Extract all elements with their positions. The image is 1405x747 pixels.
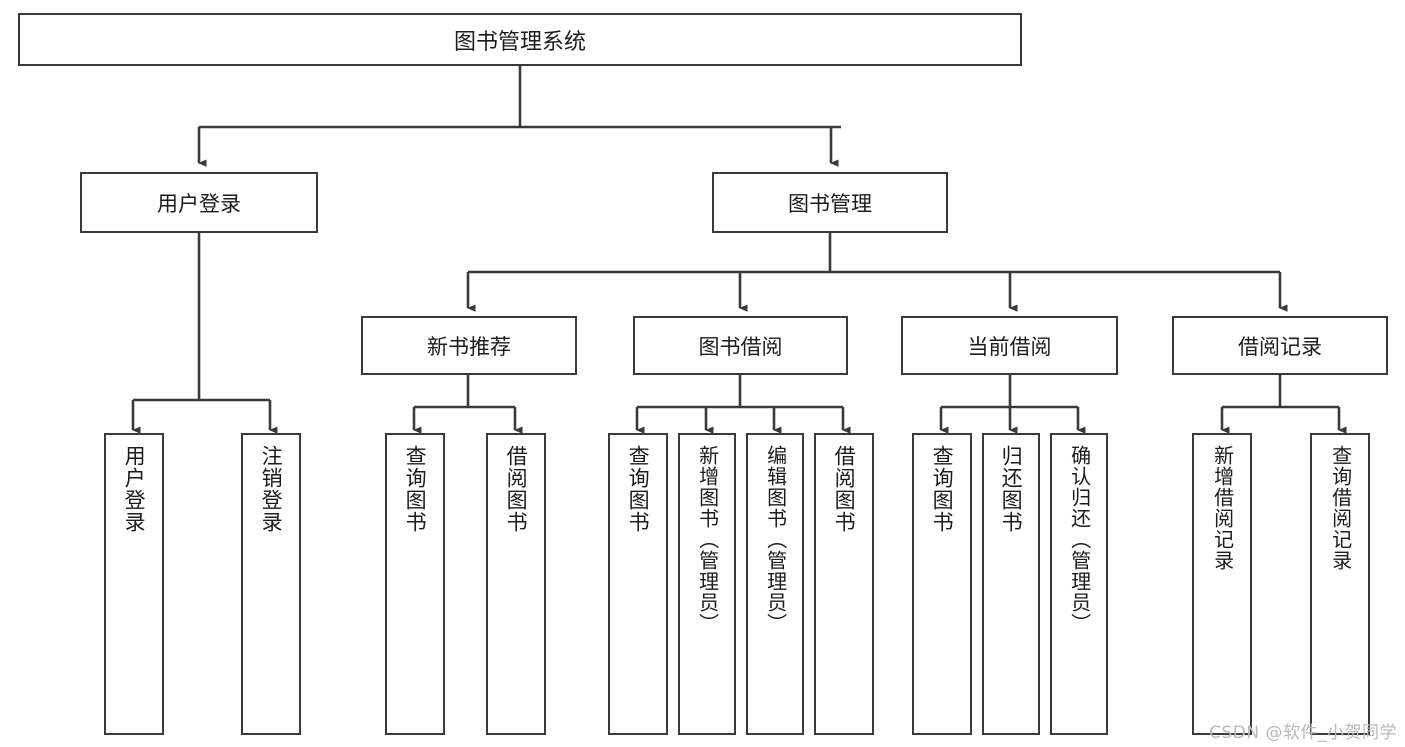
leaf-label: 查询图书: [403, 445, 428, 533]
node-label: 借阅记录: [1238, 334, 1322, 359]
leaf-label: 查询图书: [930, 445, 955, 533]
leaf-confirm-return-admin[interactable]: 确认归还（管理员）: [1050, 433, 1108, 735]
leaf-label: 借阅图书: [832, 445, 857, 533]
leaf-borrow-book-recommend[interactable]: 借阅图书: [486, 433, 546, 735]
node-label: 新书推荐: [427, 334, 511, 359]
node-current-borrow[interactable]: 当前借阅: [901, 316, 1118, 375]
leaf-add-borrow-record[interactable]: 新增借阅记录: [1192, 433, 1252, 735]
node-user-login[interactable]: 用户登录: [80, 172, 318, 233]
leaf-add-book-admin[interactable]: 新增图书（管理员）: [678, 433, 736, 735]
node-label: 图书管理系统: [453, 29, 586, 55]
leaf-label: 新增借阅记录: [1210, 445, 1235, 571]
watermark: CSDN @软件_小贺同学: [1209, 723, 1397, 743]
leaf-label: 确认归还（管理员）: [1067, 445, 1092, 634]
node-new-book-recommendation[interactable]: 新书推荐: [361, 316, 577, 375]
leaf-label: 归还图书: [999, 445, 1024, 533]
leaf-label: 用户登录: [122, 445, 147, 533]
leaf-edit-book-admin[interactable]: 编辑图书（管理员）: [746, 433, 804, 735]
node-book-borrow[interactable]: 图书借阅: [633, 316, 848, 375]
leaf-label: 注销登录: [259, 445, 284, 533]
leaf-query-book-recommend[interactable]: 查询图书: [385, 433, 445, 735]
leaf-logout[interactable]: 注销登录: [241, 433, 301, 735]
node-label: 图书借阅: [698, 334, 783, 359]
leaf-label: 新增图书（管理员）: [695, 445, 720, 634]
leaf-borrow-book[interactable]: 借阅图书: [814, 433, 874, 735]
node-label: 图书管理: [788, 191, 872, 216]
leaf-label: 查询图书: [626, 445, 651, 533]
node-label: 用户登录: [157, 191, 241, 216]
node-label: 当前借阅: [967, 334, 1052, 359]
leaf-query-book-current[interactable]: 查询图书: [912, 433, 972, 735]
leaf-query-book-borrow[interactable]: 查询图书: [608, 433, 668, 735]
leaf-label: 查询借阅记录: [1328, 445, 1353, 571]
leaf-label: 借阅图书: [504, 445, 529, 533]
node-root-system[interactable]: 图书管理系统: [18, 13, 1022, 66]
leaf-return-book[interactable]: 归还图书: [982, 433, 1040, 735]
leaf-query-borrow-record[interactable]: 查询借阅记录: [1310, 433, 1370, 735]
leaf-label: 编辑图书（管理员）: [763, 445, 788, 634]
node-borrow-record[interactable]: 借阅记录: [1172, 316, 1388, 375]
node-book-management[interactable]: 图书管理: [712, 172, 948, 233]
leaf-user-login[interactable]: 用户登录: [104, 433, 164, 735]
